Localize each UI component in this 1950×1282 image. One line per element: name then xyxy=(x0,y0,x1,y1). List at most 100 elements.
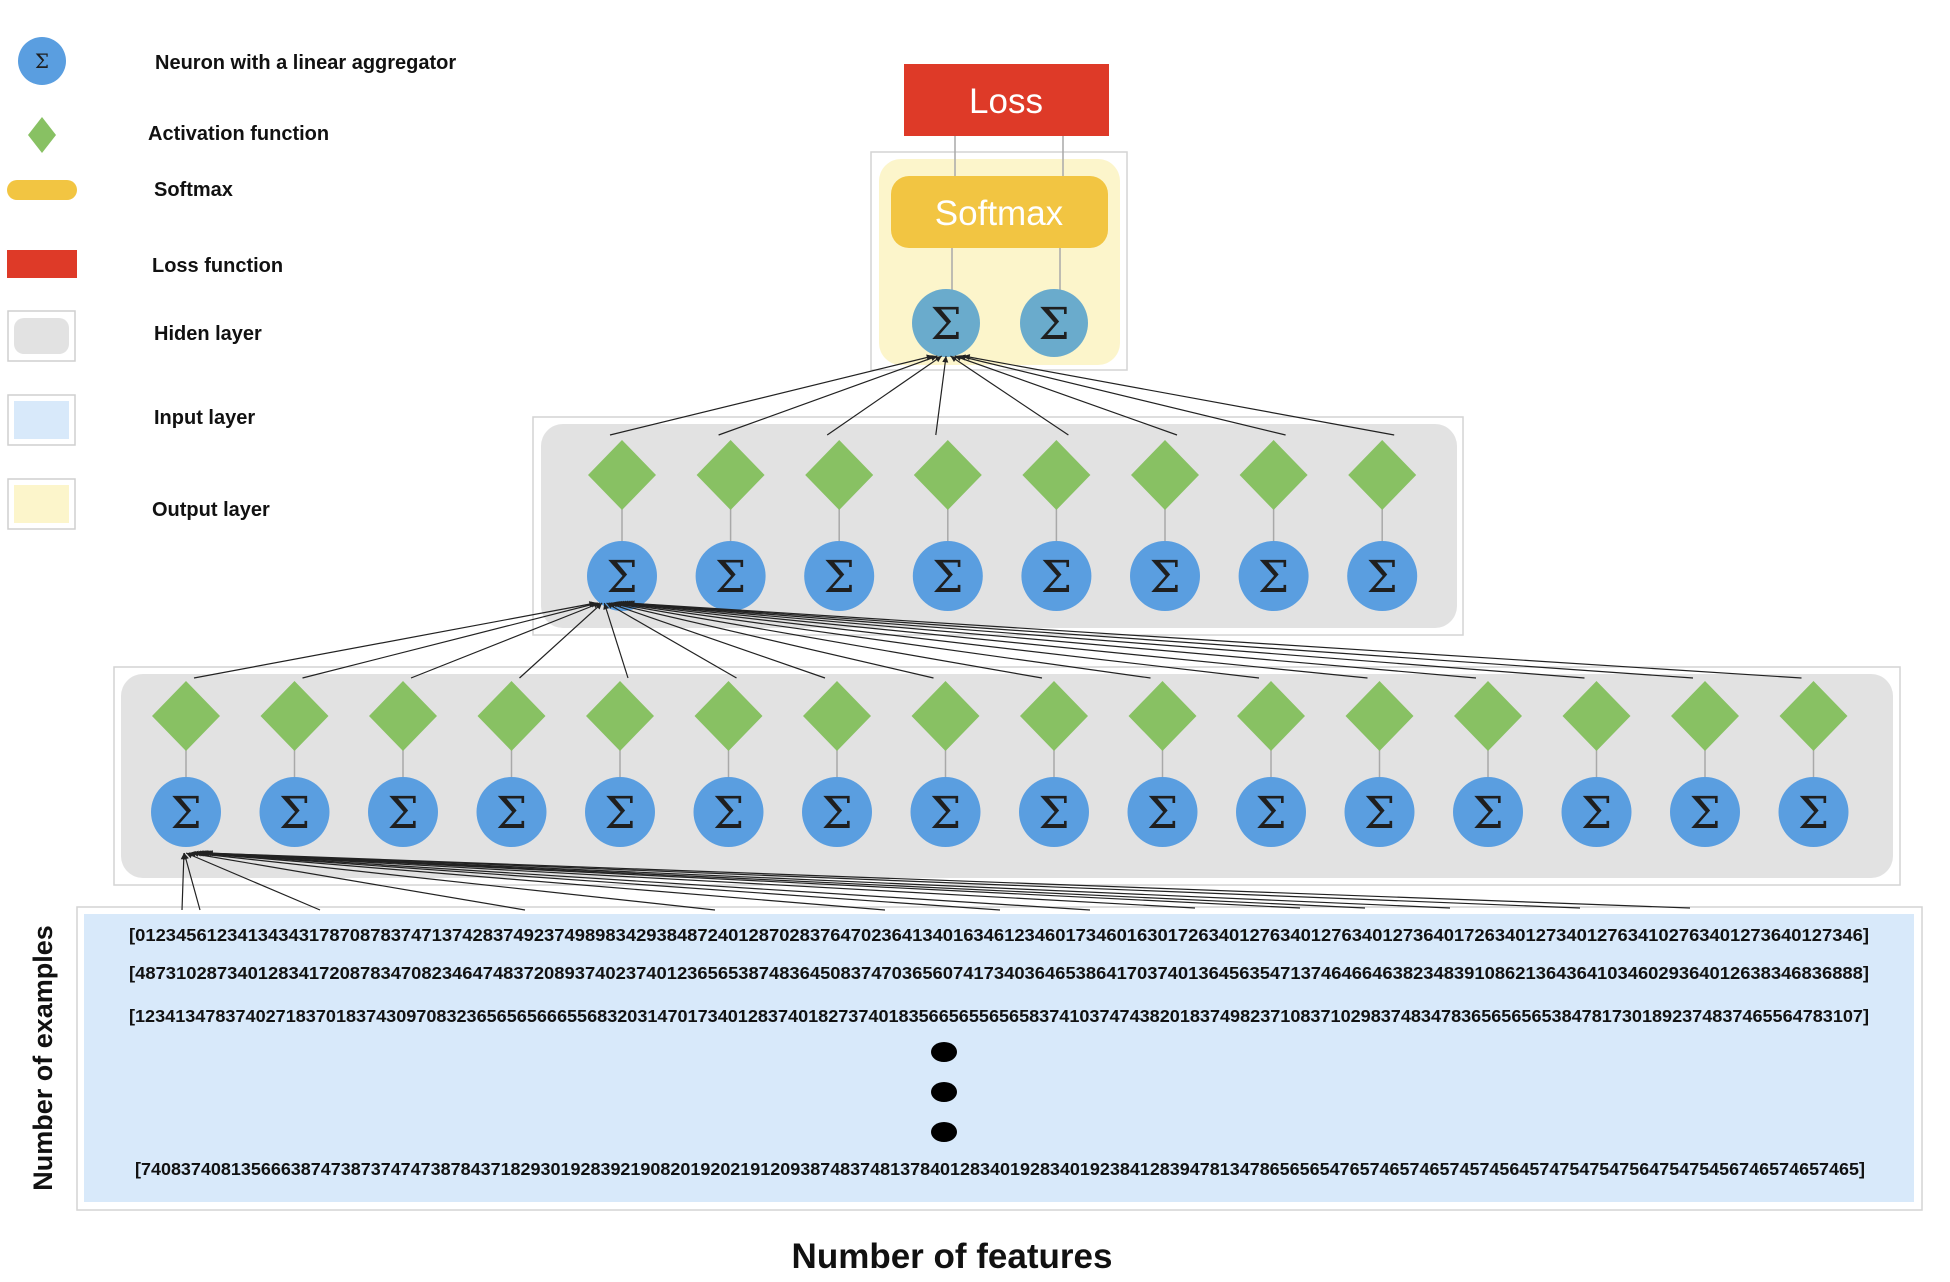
hidden-layer-2-neuron xyxy=(912,541,983,611)
legend-neuron-icon xyxy=(18,37,66,85)
hidden-layer-1-neuron xyxy=(259,777,330,847)
output-layer: Softmax Σ Σ xyxy=(870,136,1128,371)
connection-edge xyxy=(935,355,947,436)
connection-edge xyxy=(950,355,1069,436)
legend-softmax-icon xyxy=(7,180,77,200)
output-neuron xyxy=(912,289,980,357)
hidden-layer-1-activation-icon xyxy=(1779,681,1848,751)
hidden-layer-1-neuron xyxy=(1561,777,1632,847)
connection-arrowhead xyxy=(963,354,971,361)
hidden-layer-2-neuron xyxy=(1347,541,1418,611)
hidden-layer-1-neuron xyxy=(151,777,221,847)
connection-edge xyxy=(621,602,1477,679)
hidden-layer-2-neuron xyxy=(1021,541,1092,611)
hidden-layer-1-activation-icon xyxy=(1020,681,1088,751)
feature-row: [123413478374027183701837430970832365656… xyxy=(129,1006,1869,1026)
connection-edge xyxy=(826,355,943,436)
hidden-layer-2-neuron xyxy=(587,541,657,611)
hidden-layer-1-neuron xyxy=(1019,777,1089,847)
ellipsis-dot xyxy=(931,1082,957,1102)
connection-edge xyxy=(201,852,1366,909)
connection-arrowhead xyxy=(942,356,949,363)
output-neuron xyxy=(1020,289,1088,357)
loss-label: Loss xyxy=(969,82,1043,121)
hidden-layer-1-neuron xyxy=(1236,777,1306,847)
connection-edge xyxy=(954,355,1178,436)
feature-row: [740837408135666387473873747473878437182… xyxy=(135,1159,1865,1179)
hidden-layer-2-activation-icon xyxy=(696,440,765,510)
input-layer: [012345612341343431787087837471374283749… xyxy=(76,906,1923,1211)
connection-edge xyxy=(410,602,601,679)
ellipsis-dot xyxy=(931,1042,957,1062)
hidden-layer-1-neuron-symbol: Σ xyxy=(170,788,201,839)
hidden-layer-1-neuron-symbol: Σ xyxy=(279,788,310,839)
y-axis-label: Number of examples xyxy=(28,925,58,1191)
hidden-layer-1-background xyxy=(121,674,1893,878)
hidden-layer-1-neuron xyxy=(1670,777,1740,847)
hidden-layer-1-neuron xyxy=(1778,777,1849,847)
connection-edge xyxy=(608,602,826,679)
hidden-layer-1-neuron-symbol: Σ xyxy=(1364,788,1395,839)
connection-arrowhead xyxy=(628,600,635,607)
softmax-label: Softmax xyxy=(935,194,1064,233)
legend-loss-label: Loss function xyxy=(152,255,283,277)
legend-neuron-label: Neuron with a linear aggregator xyxy=(155,52,456,74)
hidden-layer-2-neuron xyxy=(804,541,875,611)
hidden-layer-1-neuron xyxy=(1453,777,1523,847)
connection-arrowhead xyxy=(182,853,189,860)
ellipsis-dot xyxy=(931,1122,957,1142)
hidden-layer-1-neuron-symbol: Σ xyxy=(713,788,744,839)
hidden-layer-1-activation-icon xyxy=(694,681,763,751)
connection-edge xyxy=(615,602,1151,679)
hidden-layer-1-neuron xyxy=(693,777,764,847)
legend: Σ Neuron with a linear aggregator Activa… xyxy=(7,37,456,530)
legend-neuron-symbol: Σ xyxy=(35,49,49,73)
hidden-layer-1-neuron-symbol: Σ xyxy=(604,788,635,839)
connection-edge xyxy=(718,355,938,436)
hidden-layer-1-neuron-symbol: Σ xyxy=(387,788,418,839)
legend-activation-label: Activation function xyxy=(148,123,329,145)
hidden-layer-1-neuron xyxy=(1344,777,1415,847)
hidden-layer-2-neuron-symbol: Σ xyxy=(824,552,855,603)
hidden-layer-1-neuron-symbol: Σ xyxy=(930,788,961,839)
connection-edge xyxy=(619,602,1368,679)
legend-output-icon xyxy=(14,485,69,523)
connection-edge xyxy=(623,602,1585,679)
loss-block xyxy=(904,64,1109,136)
hidden-layer-2-neuron-symbol: Σ xyxy=(715,552,746,603)
hidden-layer-1-neuron-symbol: Σ xyxy=(1255,788,1286,839)
legend-softmax-label: Softmax xyxy=(154,179,233,201)
connection-edge xyxy=(197,852,1091,911)
connection-arrowhead xyxy=(934,356,942,363)
hidden-layer-1-neuron-symbol: Σ xyxy=(1581,788,1612,839)
hidden-layer-1-activation-icon xyxy=(1671,681,1739,751)
connection-edge xyxy=(193,602,596,679)
connection-arrowhead xyxy=(206,850,214,857)
connection-edge xyxy=(958,355,1286,436)
hidden-layer-1-activation-icon xyxy=(911,681,980,751)
legend-input-label: Input layer xyxy=(154,407,255,429)
hidden-layer-1-activation-icon xyxy=(152,681,220,751)
connection-arrowhead xyxy=(603,603,610,610)
hidden-layer-1-activation-icon xyxy=(586,681,654,751)
hidden-layer-1-activation-icon xyxy=(1128,681,1197,751)
connection-edge xyxy=(189,852,526,911)
hidden-layer-2-neuron-symbol: Σ xyxy=(1041,552,1072,603)
connection-edge xyxy=(302,602,598,679)
output-neuron-symbol: Σ xyxy=(1038,299,1069,350)
connection-edges xyxy=(180,354,1802,911)
legend-activation-icon xyxy=(28,117,56,153)
feature-row: [012345612341343431787087837471374283749… xyxy=(129,925,1869,945)
hidden-layer-1-activation-icon xyxy=(1454,681,1522,751)
hidden-layer-1-neuron-symbol: Σ xyxy=(1147,788,1178,839)
hidden-layer-1-neuron xyxy=(802,777,872,847)
connection-edge xyxy=(963,355,1395,436)
legend-hidden-icon xyxy=(14,318,69,354)
hidden-layer-1-neuron xyxy=(476,777,547,847)
legend-input-icon xyxy=(14,401,69,439)
hidden-layer-1-activation-icon xyxy=(477,681,546,751)
connection-edge xyxy=(628,602,1802,679)
connection-arrowhead xyxy=(930,355,938,362)
